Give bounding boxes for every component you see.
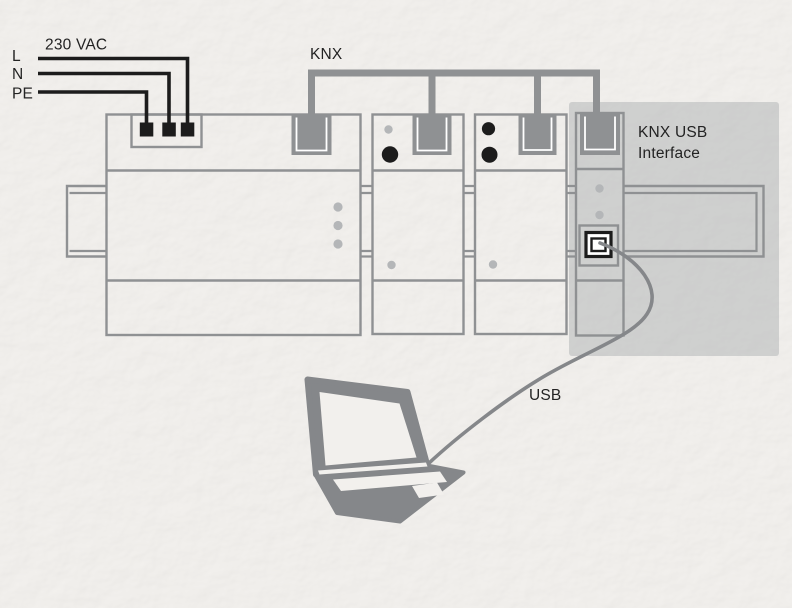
- din-rail-left-stub: [65, 184, 107, 258]
- status-led: [595, 184, 604, 193]
- knx-connector-inset: [416, 117, 448, 152]
- laptop-trackpad: [412, 482, 444, 498]
- knx-connector-inset: [295, 117, 328, 152]
- laptop: [304, 376, 466, 524]
- mains-terminal-box: [130, 113, 203, 149]
- knx-bus-line: [308, 69, 600, 148]
- device-module-1: [371, 113, 465, 336]
- usb-cable: [426, 241, 654, 466]
- din-rail-right-inner: [623, 191, 758, 253]
- programming-button: [481, 122, 496, 136]
- mains-wire-pe: [38, 90, 149, 124]
- label-knx-usb-interface-line1: KNX USB: [638, 124, 707, 141]
- mains-terminal: [180, 122, 195, 137]
- label-knx-usb-interface-line2: Interface: [638, 145, 700, 162]
- power-module-leds: [333, 202, 343, 249]
- mains-wire-n: [38, 71, 171, 124]
- label-knx-bus: KNX: [310, 46, 343, 63]
- laptop-hinge-line: [318, 462, 428, 475]
- module-section-dividers: [106, 169, 361, 282]
- laptop-screen: [319, 392, 417, 466]
- label-earth-pe: PE: [12, 86, 33, 103]
- din-rail-right: [623, 184, 765, 258]
- status-led: [387, 260, 396, 270]
- din-rail: [65, 184, 765, 258]
- mains-wire-l: [38, 56, 190, 124]
- module-section-dividers: [475, 169, 567, 282]
- highlight-box: [569, 102, 779, 356]
- label-line-l: L: [12, 48, 21, 65]
- din-rail-left-stub-inner: [69, 191, 107, 253]
- laptop-keyboard: [333, 471, 447, 491]
- status-led: [488, 260, 498, 269]
- status-led: [595, 210, 604, 220]
- knx-connector-inset: [522, 117, 553, 151]
- module-section-dividers: [576, 167, 624, 282]
- din-rail-gap-segments: [360, 184, 576, 258]
- programming-button: [381, 146, 399, 163]
- label-usb-cable: USB: [529, 387, 561, 404]
- status-led: [384, 125, 393, 134]
- label-230vac: 230 VAC: [45, 37, 107, 54]
- knx-connector-inset: [584, 116, 616, 151]
- label-neutral-n: N: [12, 66, 23, 83]
- mains-terminal: [139, 122, 154, 137]
- mains-terminal: [162, 122, 176, 137]
- mains-wiring: [38, 56, 195, 137]
- module-section-dividers: [372, 169, 464, 282]
- programming-button: [481, 146, 498, 163]
